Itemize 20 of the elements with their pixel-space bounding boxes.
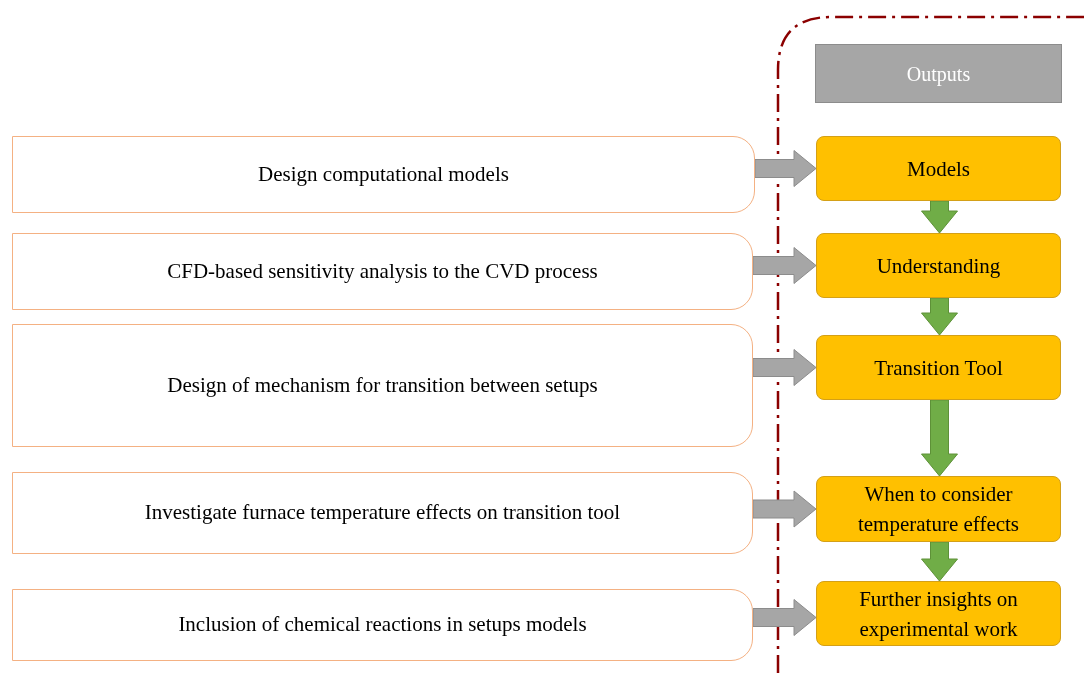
- block-arrow: [921, 200, 958, 234]
- header-box: Outputs: [815, 44, 1062, 103]
- output-box: Further insights on experimental work: [816, 581, 1061, 646]
- block-arrow: [752, 599, 817, 636]
- output-box: Understanding: [816, 233, 1061, 298]
- task-box: Inclusion of chemical reactions in setups models: [12, 589, 753, 661]
- block-arrow: [752, 490, 817, 528]
- block-arrow: [921, 399, 958, 477]
- block-arrow: [754, 150, 817, 187]
- task-box: CFD-based sensitivity analysis to the CVD process: [12, 233, 753, 310]
- output-box: When to consider temperature effects: [816, 476, 1061, 542]
- block-arrow: [921, 297, 958, 336]
- task-box: Investigate furnace temperature effects on transition tool: [12, 472, 753, 554]
- block-arrow: [921, 541, 958, 582]
- task-box: Design computational models: [12, 136, 755, 213]
- output-box: Models: [816, 136, 1061, 201]
- block-arrow: [752, 247, 817, 284]
- block-arrow: [752, 349, 817, 386]
- task-box: Design of mechanism for transition between setups: [12, 324, 753, 447]
- output-box: Transition Tool: [816, 335, 1061, 400]
